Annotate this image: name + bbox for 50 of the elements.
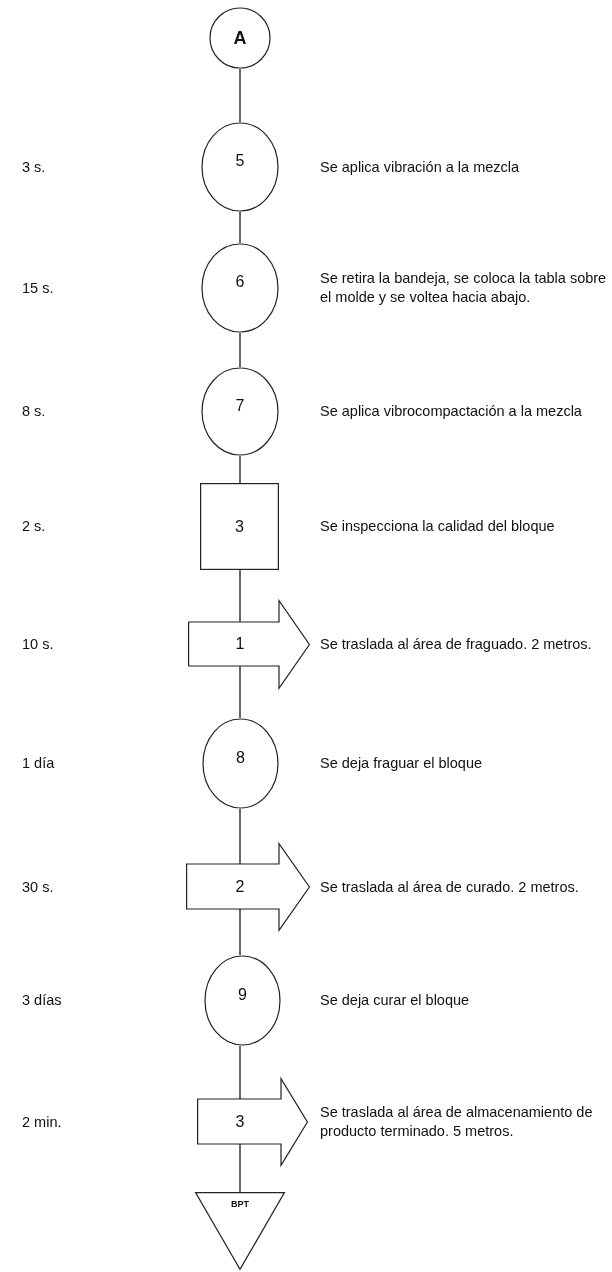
transport-symbol	[188, 600, 310, 689]
step-number: A	[233, 28, 247, 48]
storage-triangle	[195, 1192, 285, 1270]
operation-circle	[201, 122, 279, 212]
step-number: 5	[235, 152, 245, 170]
duration-label: 1 día	[22, 753, 55, 773]
connector-line	[239, 1045, 241, 1100]
duration-label: 15 s.	[22, 278, 54, 298]
transport-symbol	[186, 843, 310, 931]
step-description: Se inspecciona la calidad del bloque	[320, 517, 555, 536]
step-description: Se traslada al área de curado. 2 metros.	[320, 877, 579, 897]
step-number: 6	[235, 273, 245, 291]
duration-label: 10 s.	[22, 634, 54, 654]
connector-line	[239, 1143, 241, 1193]
step-description: Se deja fraguar el bloque	[320, 754, 483, 773]
step-description: Se traslada al área de fraguado. 2 metros.	[320, 635, 592, 654]
operation-circle	[201, 367, 279, 456]
duration-label: 8 s.	[22, 401, 46, 421]
connector-line	[239, 455, 241, 484]
connector-line	[239, 68, 241, 123]
connector-line	[239, 665, 241, 719]
storage-code: BPT	[231, 1198, 249, 1210]
step-number: 3	[235, 517, 244, 536]
duration-label: 3 s.	[22, 157, 46, 177]
operation-circle	[204, 955, 281, 1046]
operation-circle	[202, 718, 279, 809]
connector-circle	[209, 7, 271, 69]
inspection-square	[200, 483, 279, 570]
step-number: 2	[235, 877, 245, 896]
step-description: Se deja curar el bloque	[320, 991, 470, 1010]
duration-label: 2 s.	[22, 516, 46, 536]
step-description: Se aplica vibrocompactación a la mezcla	[320, 402, 582, 421]
step-description: Se aplica vibración a la mezcla	[320, 157, 520, 177]
operation-circle	[201, 243, 279, 333]
connector-line	[239, 569, 241, 623]
connector-line	[239, 211, 241, 244]
connector-line	[239, 332, 241, 368]
step-description: Se retira la bandeja, se coloca la tabla sobre el molde y se voltea hacia abajo.	[320, 269, 608, 307]
step-number: 9	[238, 985, 247, 1004]
step-number: 1	[235, 635, 245, 653]
duration-label: 30 s.	[22, 877, 54, 897]
step-number: 3	[235, 1112, 245, 1131]
duration-label: 2 min.	[22, 1112, 62, 1132]
step-number: 8	[236, 748, 245, 767]
transport-symbol	[197, 1078, 308, 1166]
duration-label: 3 días	[22, 990, 62, 1010]
connector-line	[239, 908, 241, 956]
step-description: Se traslada al área de almacenamiento de producto terminado. 5 metros.	[320, 1103, 594, 1141]
connector-line	[239, 808, 241, 865]
step-number: 7	[235, 396, 245, 415]
